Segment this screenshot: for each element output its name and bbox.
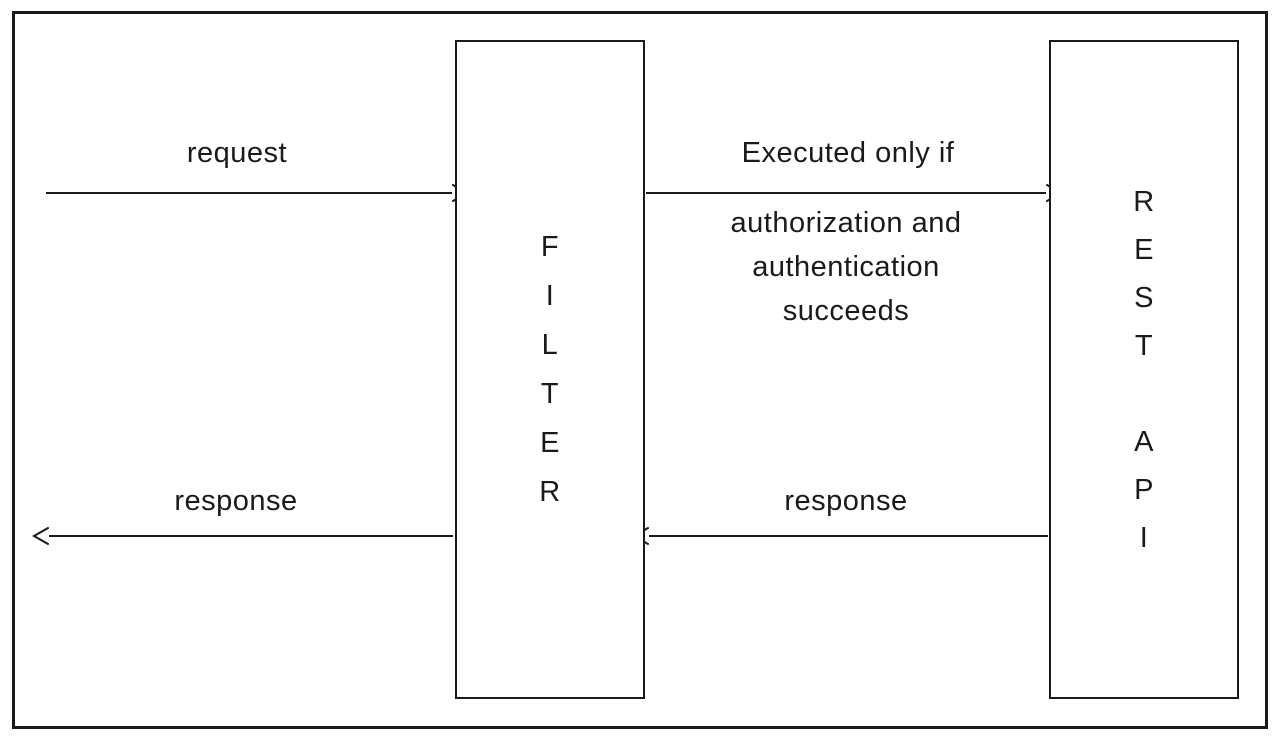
response-mid-arrow-label: response (784, 485, 908, 517)
executed-condition-label-top: Executed only if (741, 137, 955, 169)
request-arrow-label: request (186, 137, 288, 169)
diagram-outer-border (12, 11, 1268, 729)
response-out-arrow-label: response (174, 485, 298, 517)
executed-condition-label-bottom: authorization and authentication succeed… (730, 207, 962, 327)
